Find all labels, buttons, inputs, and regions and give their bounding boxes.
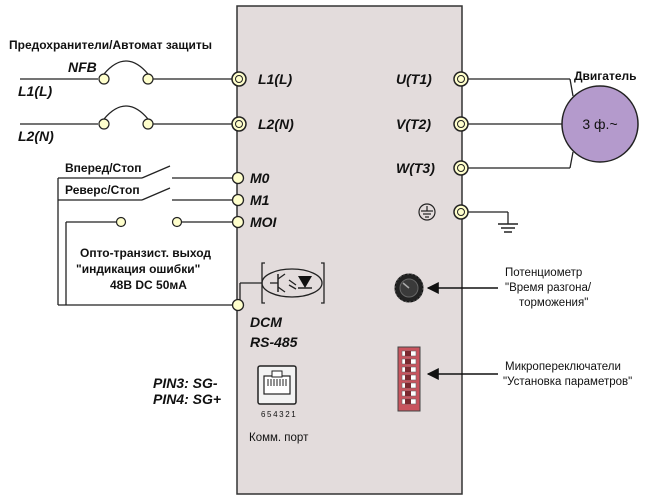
pin4-label: PIN4: SG+ [153, 391, 221, 407]
terminal-l2-label: L2(N) [258, 116, 294, 132]
line1-label: L1(L) [18, 83, 53, 99]
ground-icon [468, 211, 518, 233]
terminal-w-label: W(T3) [396, 160, 435, 176]
line2-label: L2(N) [18, 128, 54, 144]
optocoupler-icon [239, 262, 325, 304]
earth-symbol-icon [418, 203, 436, 221]
forward-stop-label: Вперед/Стоп [65, 161, 142, 175]
control-wiring [57, 165, 232, 306]
motor-wiring [468, 78, 574, 169]
terminal-m0 [231, 171, 245, 185]
terminal-dcm [231, 298, 245, 312]
opto-label-line1: Опто-транзист. выход [80, 246, 211, 260]
terminal-l1 [231, 71, 247, 87]
dip-label-line1: Микропереключатели [505, 361, 621, 373]
terminal-m1-label: M1 [250, 192, 270, 208]
motor-text: 3 ф.~ [582, 116, 617, 132]
terminal-m0-label: M0 [250, 170, 270, 186]
terminal-moi-label: MOI [250, 214, 278, 230]
opto-label-line2: "индикация ошибки" [76, 262, 200, 276]
nfb-label: NFB [68, 59, 97, 75]
terminal-l2 [231, 116, 247, 132]
terminal-rs485-label: RS-485 [250, 334, 298, 350]
terminal-m1 [231, 193, 245, 207]
potentiometer-knob-icon [394, 273, 424, 303]
terminal-u [453, 71, 469, 87]
terminal-v-label: V(T2) [396, 116, 431, 132]
comm-port-label: Комм. порт [249, 432, 309, 444]
pot-label-line2: "Время разгона/ [505, 282, 592, 294]
port-pin-numbers: 654321 [261, 410, 297, 419]
dip-label-line2: "Установка параметров" [503, 376, 632, 388]
terminal-ground [453, 204, 469, 220]
terminal-l1-label: L1(L) [258, 71, 293, 87]
motor [561, 85, 639, 163]
terminal-v [453, 116, 469, 132]
drive-panel [236, 5, 463, 495]
dip-switch [397, 346, 421, 412]
fuse-breaker-label: Предохранители/Автомат защиты [9, 38, 212, 52]
terminal-moi [231, 215, 245, 229]
terminal-u-label: U(T1) [396, 71, 432, 87]
opto-label-line3: 48В DC 50мА [110, 278, 187, 292]
pin3-label: PIN3: SG- [153, 375, 218, 391]
pot-label-line3: торможения" [519, 297, 588, 309]
motor-title: Двигатель [574, 69, 637, 83]
pot-label-line1: Потенциометр [505, 267, 582, 279]
terminal-w [453, 160, 469, 176]
rj45-port-icon [257, 365, 297, 405]
terminal-dcm-label: DCM [250, 314, 282, 330]
fuse-breaker [20, 60, 232, 130]
reverse-stop-label: Реверс/Стоп [65, 183, 140, 197]
